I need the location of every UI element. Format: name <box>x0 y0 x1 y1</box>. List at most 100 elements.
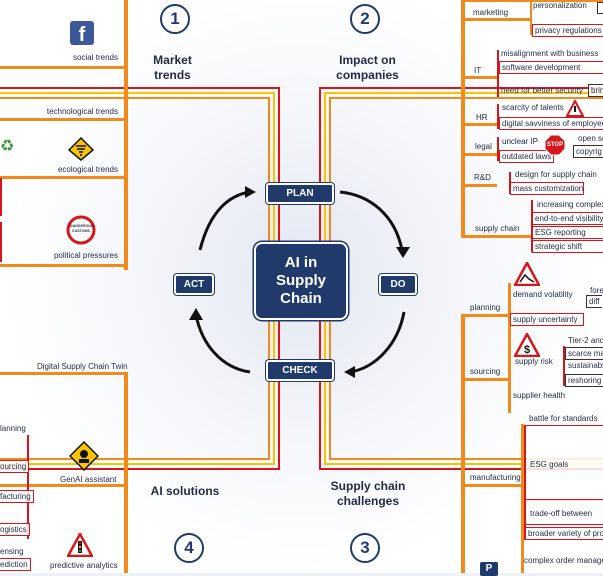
tornado-warning-icon <box>68 137 94 161</box>
hr-sub-vline <box>497 104 499 129</box>
digital-twin-label: Digital Supply Chain Twin <box>37 362 128 371</box>
marketing-label: marketing <box>473 8 509 17</box>
mkt-sub-vline <box>530 2 532 35</box>
chal-vline-2 <box>508 283 511 413</box>
supply-risk-icon: $ <box>514 333 540 357</box>
quadrant-2-number: 2 <box>350 4 380 34</box>
fragment-logistics: ogistics <box>0 523 30 536</box>
market-hline-1 <box>0 66 128 69</box>
market-red-2 <box>0 222 2 262</box>
market-hline-3 <box>0 176 128 179</box>
fragment-manufacturing: facturing <box>0 490 34 503</box>
fragment-prediction: ediction <box>0 558 31 571</box>
chal-hline-planning <box>461 314 509 317</box>
it-fragment-box: brin <box>588 84 603 97</box>
e2e-visibility-box: end-to-end visibility <box>532 212 603 225</box>
difficult-fragment-box: diff <box>586 295 602 308</box>
legal-sub-vline <box>497 137 499 161</box>
personalization-label: personalization <box>533 1 587 10</box>
copyright-fragment-box: copyrig <box>573 145 603 158</box>
quadrant-4-number: 4 <box>174 533 204 563</box>
cycle-check: CHECK <box>266 360 334 381</box>
reshoring-fragment: reshoring <box>565 374 603 387</box>
digital-savviness-box: digital savviness of employees <box>499 117 603 130</box>
traffic-light-icon <box>67 533 93 557</box>
stop-sign-icon <box>544 134 566 156</box>
customs-sign-text: DANGEROUS CUSTOMS <box>70 224 94 233</box>
impact-hline-legal <box>461 153 497 156</box>
privacy-regulations-box: privacy regulations <box>532 24 603 37</box>
customs-sign-icon <box>66 215 96 245</box>
svg-text:$: $ <box>524 344 530 356</box>
it-sub-vline <box>497 50 499 97</box>
mass-customization-box: mass customization <box>510 182 584 195</box>
logistics-p-icon: P <box>480 562 498 576</box>
manufacturing-label: manufacturing <box>470 473 521 482</box>
market-hline-2 <box>0 118 128 121</box>
software-development-box: software development <box>499 61 603 74</box>
forecast-fragment: fore <box>590 286 603 295</box>
market-red-1 <box>0 178 2 216</box>
impact-vline <box>461 0 465 238</box>
battle-for-standards-label: battle for standards <box>529 414 598 423</box>
strategic-shift-box: strategic shift <box>532 240 603 253</box>
trade-off-label: trade-off between <box>530 509 593 518</box>
quadrant-1-title: Market trends <box>153 53 192 82</box>
chal-vline-3 <box>521 424 524 573</box>
supply-uncertainty-box: supply uncertainty <box>510 313 584 326</box>
esg-goals-label: ESG goals <box>530 460 569 469</box>
sourcing-sub-vline <box>563 346 565 386</box>
chal-hline-sourcing <box>461 378 509 381</box>
recycle-icon: ♻ <box>0 138 15 155</box>
chal-hline-manu <box>461 484 523 487</box>
trade-off-box <box>525 499 603 525</box>
cycle-do: DO <box>379 274 417 295</box>
cycle-plan: PLAN <box>266 183 334 204</box>
predictive-analytics-label: predictive analytics <box>50 561 118 570</box>
better-security-label: need for better security <box>501 86 583 95</box>
esg-reporting-box: ESG reporting <box>532 226 603 239</box>
quadrant-3-number: 3 <box>350 533 380 563</box>
fragment-sensing: ensing <box>0 547 24 556</box>
open-source-fragment: open so <box>578 134 603 143</box>
chal-vline <box>461 314 465 573</box>
hr-label: HR <box>476 113 488 122</box>
complex-order-fragment: complex order managem <box>524 556 603 565</box>
social-trends-label: social trends <box>73 53 118 62</box>
quadrant-4-title: AI solutions <box>150 484 220 498</box>
impact-hline-rd <box>461 184 497 187</box>
ai-hline-1 <box>0 372 128 375</box>
genai-warning-icon <box>69 441 99 471</box>
broader-variety-box: broader variety of prod <box>525 527 603 540</box>
planning-label: planning <box>470 303 501 312</box>
supply-chain-label: supply chain <box>475 224 520 233</box>
rd-label: R&D <box>474 173 491 182</box>
increasing-complexity-label: increasing complexit <box>537 200 603 209</box>
misalignment-label: misalignment with business <box>501 49 599 58</box>
legal-label: legal <box>475 142 492 151</box>
it-label: IT <box>474 66 482 75</box>
market-hline-4 <box>0 264 128 267</box>
impact-hline-it <box>461 76 497 79</box>
impact-hline-top <box>465 0 603 2</box>
supplier-health-label: supplier health <box>513 391 566 400</box>
fragment-sourcing: ourcing <box>0 460 30 473</box>
hr-warning-icon <box>566 100 584 117</box>
technological-trends-label: technological trends <box>46 107 118 116</box>
demand-volatility-icon <box>514 262 540 286</box>
ai-hline-2 <box>0 484 128 487</box>
impact-hline-sc <box>461 235 531 238</box>
cycle-act: ACT <box>174 274 214 295</box>
quadrant-2-title: Impact on companies <box>336 53 399 82</box>
unclear-ip-label: unclear IP <box>502 137 539 146</box>
demand-volatility-label: demand volatility <box>513 290 573 299</box>
ai-vline <box>124 372 128 573</box>
supply-risk-label: supply risk <box>515 357 553 366</box>
tier2-fragment: Tier-2 and <box>568 336 603 345</box>
stop-sign-text: STOP <box>546 142 564 148</box>
market-vline <box>124 0 128 270</box>
outdated-laws-box: outdated laws <box>499 150 555 163</box>
impact-hline-mkt <box>461 18 531 21</box>
ai-red-v <box>27 435 29 539</box>
quadrant-1-number: 1 <box>160 4 190 34</box>
